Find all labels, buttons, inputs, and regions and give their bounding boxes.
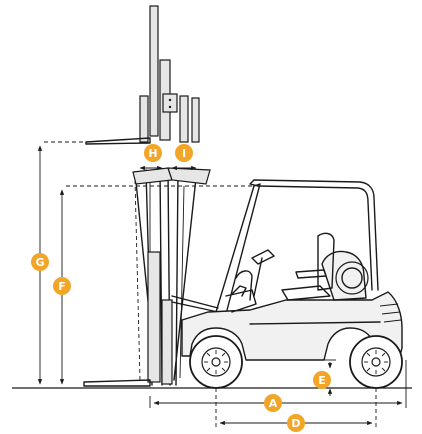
badge-D: D <box>287 414 305 432</box>
svg-text:I: I <box>182 147 186 160</box>
svg-text:G: G <box>35 256 44 269</box>
svg-text:A: A <box>269 397 278 410</box>
truck-body <box>181 232 403 361</box>
badge-I: I <box>175 144 193 162</box>
badge-E: E <box>313 371 331 389</box>
mast <box>83 5 219 387</box>
badge-A: A <box>264 394 282 412</box>
badge-G: G <box>31 253 49 271</box>
rear-wheel <box>349 335 403 389</box>
badge-F: F <box>53 277 71 295</box>
svg-text:H: H <box>148 147 157 160</box>
svg-text:D: D <box>291 417 300 430</box>
svg-text:F: F <box>58 280 66 293</box>
front-wheel <box>189 335 243 389</box>
svg-text:E: E <box>318 374 326 387</box>
badge-H: H <box>144 144 162 162</box>
overhead-guard <box>134 179 379 381</box>
